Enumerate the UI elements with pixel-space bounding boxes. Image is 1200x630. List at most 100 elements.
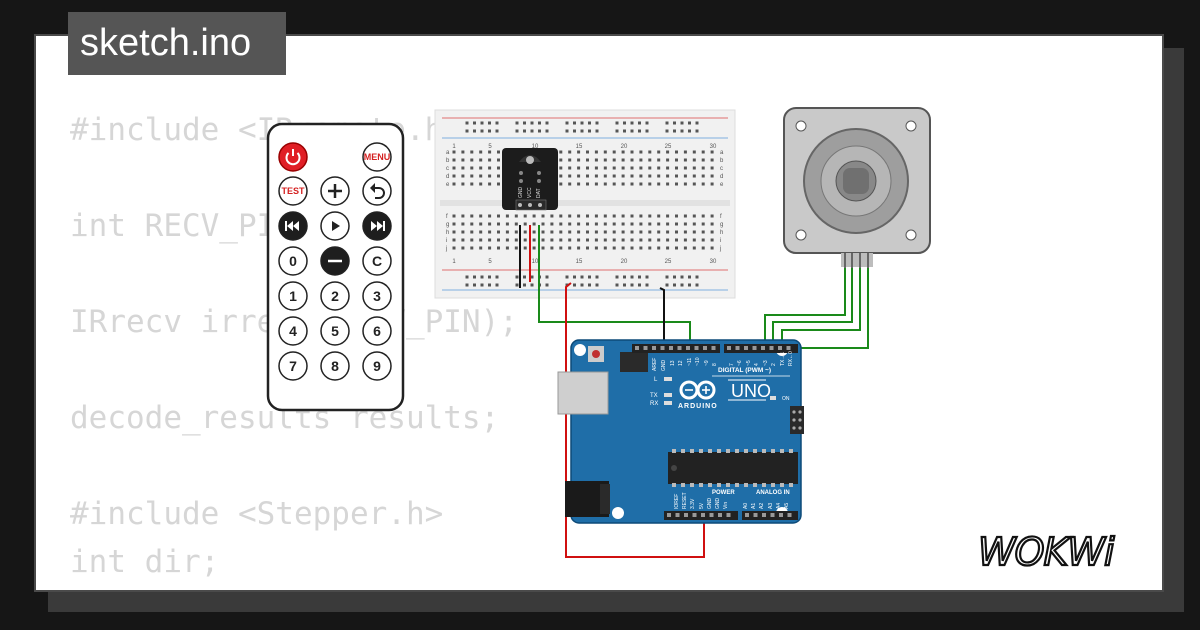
breadboard-row-letter: c <box>446 166 449 172</box>
remote-button: 0 <box>278 246 308 276</box>
breadboard-col-number: 15 <box>576 259 583 265</box>
breadboard-col-number: 30 <box>710 144 717 150</box>
analog-pin-label: A4 <box>776 503 782 509</box>
atmega-chip <box>668 449 798 487</box>
remote-button: 1 <box>278 281 308 311</box>
power-pin-label: 5V <box>699 502 705 509</box>
remote-button-label: 8 <box>331 358 339 374</box>
stepper-motor <box>783 107 931 268</box>
remote-button: 3 <box>362 281 392 311</box>
digital-pin-label: ~11 <box>687 358 693 366</box>
breadboard-col-number: 1 <box>452 144 456 150</box>
digital-pin-label: ~6 <box>737 360 743 366</box>
code-line: int dir; <box>70 544 220 580</box>
breadboard-row-letter: j <box>719 246 721 252</box>
remote-button: TEST <box>278 176 308 206</box>
rewind-icon <box>285 221 299 231</box>
power-pin-label: GND <box>715 498 721 510</box>
remote-button-label: C <box>372 253 382 269</box>
digital-pin-label: 8 <box>712 363 718 366</box>
arduino-label: ARDUINO <box>678 403 718 410</box>
breadboard-row-letter: f <box>446 214 448 220</box>
remote-button <box>320 246 350 276</box>
analog-pin-label: A1 <box>751 503 757 509</box>
led-label: TX <box>650 393 658 399</box>
analog-pin-label: A3 <box>768 503 774 509</box>
breadboard-col-number: 25 <box>665 144 672 150</box>
remote-button: 9 <box>362 351 392 381</box>
breadboard-col-number: 20 <box>621 259 628 265</box>
ir-pin-label: DAT <box>536 188 542 198</box>
digital-pin-label: ~3 <box>763 360 769 366</box>
play-icon <box>332 221 340 231</box>
breadboard-row-letter: g <box>720 222 723 228</box>
fast-forward-icon <box>371 221 385 231</box>
remote-button-label: 4 <box>289 323 297 339</box>
remote-button <box>320 211 350 241</box>
remote-button: C <box>362 246 392 276</box>
remote-button-label: 5 <box>331 323 339 339</box>
remote-button-label: 9 <box>373 358 381 374</box>
file-tab[interactable]: sketch.ino <box>68 12 286 75</box>
led-label: L <box>654 377 658 383</box>
wire-red <box>565 282 705 558</box>
wire-green <box>538 225 691 346</box>
remote-button-label: 6 <box>373 323 381 339</box>
remote-button: MENU <box>362 142 392 172</box>
breadboard-col-number: 10 <box>532 144 539 150</box>
plus-icon <box>328 184 342 198</box>
wire-green <box>772 255 853 347</box>
digital-pin-label: AREF <box>652 358 658 371</box>
breadboard-col-number: 20 <box>621 144 628 150</box>
breadboard-col-number: 10 <box>532 259 539 265</box>
remote-button <box>362 176 392 206</box>
digital-pin-label: 12 <box>678 360 684 366</box>
power-pin-label: 3.3V <box>690 498 696 509</box>
breadboard-row-letter: i <box>720 238 721 244</box>
breadboard-row-letter: e <box>446 182 450 188</box>
breadboard-row-letter: h <box>720 230 723 236</box>
power-icon <box>285 149 301 166</box>
digital-pin-label: 4 <box>754 363 760 366</box>
digital-label: DIGITAL (PWM ~) <box>718 367 771 374</box>
breadboard-col-number: 15 <box>576 144 583 150</box>
ir-remote: MENU TEST 0 C 1 2 3 4 5 6 7 8 9 <box>266 122 405 412</box>
remote-button: 6 <box>362 316 392 346</box>
analog-label: ANALOG IN <box>756 490 790 496</box>
digital-pin-label: ~5 <box>746 360 752 366</box>
digital-pin-label: GND <box>661 360 667 372</box>
wire-green <box>790 255 869 349</box>
remote-button: 8 <box>320 351 350 381</box>
led-label: RX <box>650 401 658 407</box>
svg-text:WOKWi: WOKWi <box>978 530 1115 574</box>
breadboard-col-number: 5 <box>488 144 492 150</box>
remote-button-label: 7 <box>289 358 297 374</box>
ir-pin-label: GND <box>518 187 524 199</box>
breadboard-row-letter: c <box>720 166 723 172</box>
digital-pin-label: RX←0 <box>788 351 794 366</box>
breadboard-row-letter: d <box>446 174 449 180</box>
digital-pin-label: 2 <box>771 363 777 366</box>
breadboard-row-letter: d <box>720 174 723 180</box>
remote-button: 2 <box>320 281 350 311</box>
remote-button-label: 3 <box>373 288 381 304</box>
breadboard-row-letter: g <box>446 222 449 228</box>
breadboard-row-letter: h <box>446 230 449 236</box>
remote-button <box>320 142 350 172</box>
remote-button-label: 1 <box>289 288 297 304</box>
wire-black <box>659 287 665 346</box>
digital-pin-label: 13 <box>670 360 676 366</box>
ir-pin-label: VCC <box>527 187 533 198</box>
remote-button: 4 <box>278 316 308 346</box>
wokwi-logo: WOKWi <box>977 529 1117 575</box>
uno-label: UNO <box>731 381 771 401</box>
breadboard-row-letter: e <box>720 182 724 188</box>
breadboard-row-letter: b <box>446 158 450 164</box>
power-pin-label: GND <box>707 498 713 510</box>
remote-button: 5 <box>320 316 350 346</box>
remote-button-label: 2 <box>331 288 339 304</box>
remote-button <box>320 176 350 206</box>
breadboard-row-letter: a <box>446 150 450 156</box>
breadboard-row-letter: a <box>720 150 724 156</box>
